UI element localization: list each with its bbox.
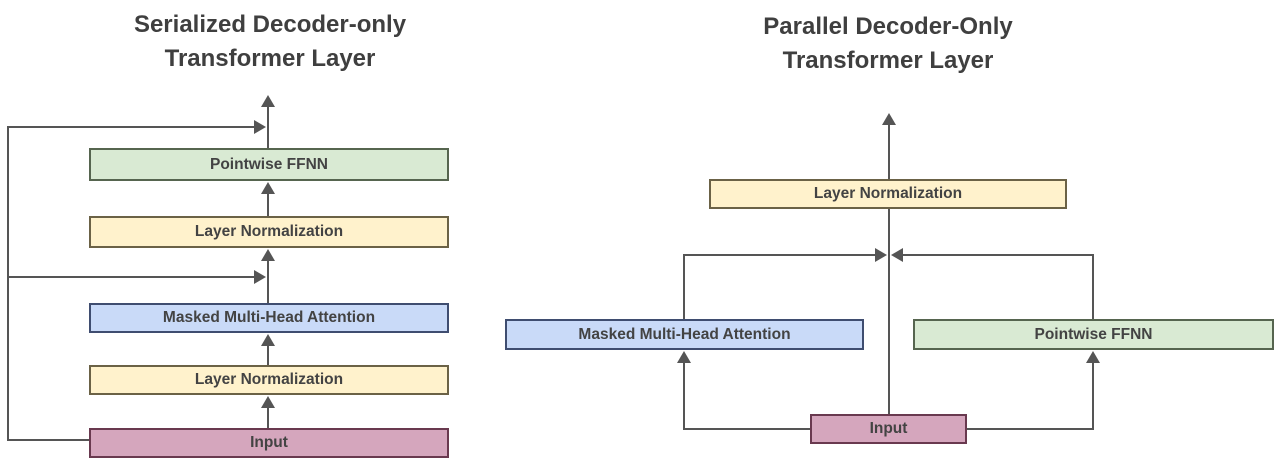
node-label: Pointwise FFNN bbox=[1034, 325, 1153, 343]
title-line-2: Transformer Layer bbox=[782, 47, 994, 74]
output-line bbox=[267, 105, 269, 148]
node-pointwise-ffnn: Pointwise FFNN bbox=[913, 319, 1274, 350]
connector-line bbox=[267, 340, 269, 365]
node-layer-normalization: Layer Normalization bbox=[709, 179, 1067, 209]
branch-line bbox=[683, 428, 810, 430]
branch-line bbox=[683, 254, 685, 319]
merge-left-line bbox=[683, 254, 875, 256]
arrowhead-up-icon bbox=[261, 182, 275, 194]
node-label: Layer Normalization bbox=[194, 371, 344, 388]
output-line bbox=[888, 123, 890, 179]
arrowhead-up-icon bbox=[261, 249, 275, 261]
arrowhead-right-icon bbox=[875, 248, 887, 262]
branch-line bbox=[1092, 357, 1094, 430]
node-label: Layer Normalization bbox=[194, 223, 344, 240]
arrowhead-left-icon bbox=[891, 248, 903, 262]
node-pointwise-ffnn: Pointwise FFNN bbox=[89, 148, 449, 181]
node-label: Pointwise FFNN bbox=[210, 155, 328, 173]
node-masked-multi-head-attention: Masked Multi-Head Attention bbox=[505, 319, 864, 350]
branch-line bbox=[683, 357, 685, 430]
connector-line bbox=[267, 189, 269, 216]
arrowhead-right-icon bbox=[254, 120, 266, 134]
title-line-1: Parallel Decoder-Only bbox=[763, 13, 1013, 40]
node-input: Input bbox=[89, 428, 449, 458]
node-label: Layer Normalization bbox=[813, 185, 963, 202]
node-masked-multi-head-attention: Masked Multi-Head Attention bbox=[89, 303, 449, 333]
arrowhead-up-icon bbox=[1086, 351, 1100, 363]
residual-rail-line bbox=[7, 126, 9, 441]
node-label: Masked Multi-Head Attention bbox=[578, 325, 791, 343]
residual-top-line bbox=[7, 126, 255, 128]
connector-line bbox=[267, 402, 269, 428]
residual-mid-line bbox=[7, 276, 255, 278]
arrowhead-up-icon bbox=[261, 95, 275, 107]
node-layer-normalization-lower: Layer Normalization bbox=[89, 365, 449, 395]
title-line-2: Transformer Layer bbox=[164, 45, 376, 72]
arrowhead-right-icon bbox=[254, 270, 266, 284]
node-layer-normalization-upper: Layer Normalization bbox=[89, 216, 449, 248]
connector-line bbox=[267, 256, 269, 303]
arrowhead-up-icon bbox=[677, 351, 691, 363]
node-label: Masked Multi-Head Attention bbox=[162, 309, 376, 326]
parallel-diagram-title: Parallel Decoder-Only Transformer Layer bbox=[688, 10, 1088, 78]
residual-bottom-line bbox=[7, 439, 91, 441]
arrowhead-up-icon bbox=[882, 113, 896, 125]
merge-right-line bbox=[903, 254, 1093, 256]
title-line-1: Serialized Decoder-only bbox=[133, 11, 407, 38]
branch-line bbox=[967, 428, 1094, 430]
arrowhead-up-icon bbox=[261, 396, 275, 408]
branch-line bbox=[1092, 254, 1094, 319]
arrowhead-up-icon bbox=[261, 334, 275, 346]
node-label: Input bbox=[869, 420, 908, 437]
center-line bbox=[888, 209, 890, 414]
serialized-diagram-title: Serialized Decoder-only Transformer Laye… bbox=[70, 8, 470, 76]
node-input: Input bbox=[810, 414, 967, 444]
node-label: Input bbox=[250, 434, 288, 451]
